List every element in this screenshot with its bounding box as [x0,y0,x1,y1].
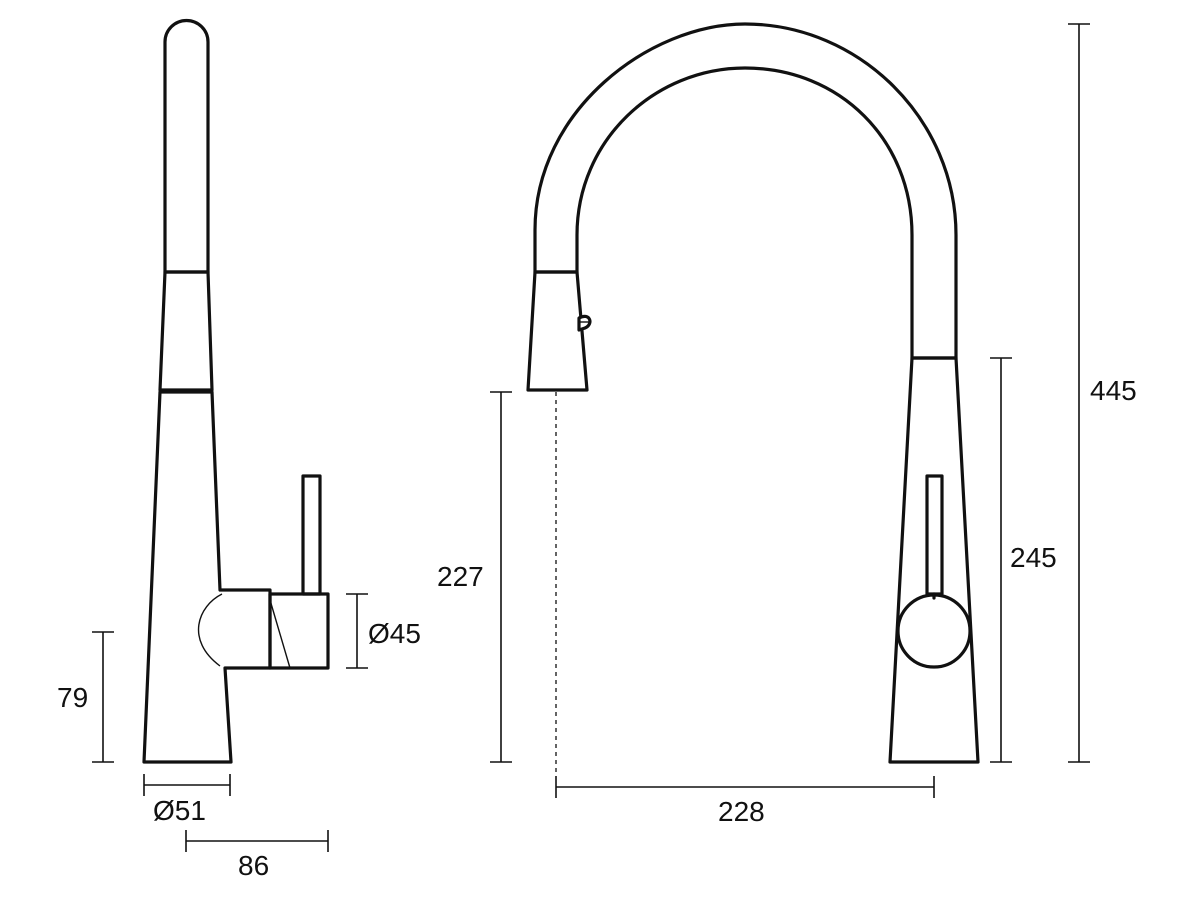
front-dim-245: 245 [990,357,1057,763]
side-spray-head-upper [163,18,210,274]
side-handle-curve [197,593,223,667]
front-handle-disc-shadow [901,647,967,669]
front-faucet-body [888,356,980,764]
front-dim-227: 227 [437,391,512,763]
side-dim-79: 79 [57,631,114,763]
dim-label-445: 445 [1090,375,1137,406]
front-dim-228: 228 [555,776,935,827]
spray-button-icon [577,314,592,332]
side-dim-45: Ø45 [346,593,421,669]
dim-label-51: Ø51 [153,795,206,826]
front-dim-445: 445 [1068,23,1137,763]
dim-label-227: 227 [437,561,484,592]
side-dim-86: 86 [185,830,329,881]
side-dim-51: Ø51 [143,774,231,826]
front-view [526,22,980,764]
side-handle-cap [268,592,330,670]
side-faucet-body [142,390,272,764]
side-view [142,18,330,764]
dim-label-86: 86 [238,850,269,881]
front-lever-handle [925,474,944,596]
side-spray-head-lower [158,270,214,392]
side-lever-handle [301,474,322,596]
dim-label-228: 228 [718,796,765,827]
dim-label-79: 79 [57,682,88,713]
side-handle-bevel [269,599,291,669]
dim-label-245: 245 [1010,542,1057,573]
front-gooseneck-spout [533,22,958,360]
front-spray-head [526,270,589,392]
dim-label-45: Ø45 [368,618,421,649]
